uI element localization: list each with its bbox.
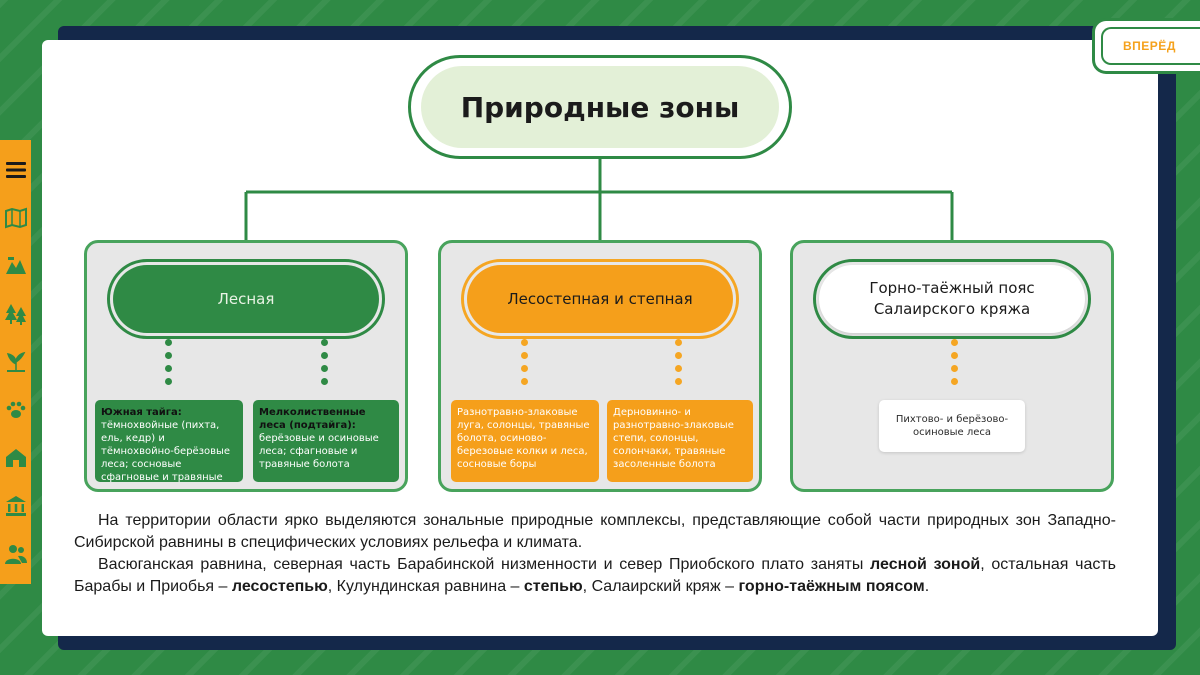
zone-item-meadows: Разнотравно-злаковые луга, солонцы, трав… bbox=[451, 400, 599, 482]
zone-item-steppes: Дерновинно- и разнотравно-злаковые степи… bbox=[607, 400, 753, 482]
paragraph-1: На территории области ярко выделяются зо… bbox=[74, 512, 1116, 551]
forest-icon[interactable] bbox=[4, 298, 28, 329]
dots-connector bbox=[951, 339, 959, 385]
zone-box-mountain: Горно-таёжный пояс Салаирского кряжа Пих… bbox=[790, 240, 1114, 492]
paragraph-2: Васюганская равнина, северная часть Бара… bbox=[74, 556, 1116, 595]
dots-connector bbox=[675, 339, 683, 385]
paw-icon[interactable] bbox=[4, 394, 28, 425]
people-icon[interactable] bbox=[4, 538, 28, 569]
dots-connector bbox=[521, 339, 529, 385]
plant-icon[interactable] bbox=[4, 346, 28, 377]
zone-pill-forest: Лесная bbox=[107, 259, 385, 339]
zone-box-steppe: Лесостепная и степная Разнотравно-злаков… bbox=[438, 240, 762, 492]
menu-icon[interactable] bbox=[4, 154, 28, 185]
house-icon[interactable] bbox=[4, 442, 28, 473]
museum-icon[interactable] bbox=[4, 490, 28, 521]
dots-connector bbox=[165, 339, 173, 385]
sidebar-nav bbox=[0, 140, 31, 584]
zone-item-south-taiga: Южная тайга: тёмнохвойные (пихта, ель, к… bbox=[95, 400, 243, 482]
relief-icon[interactable] bbox=[4, 250, 28, 281]
diagram-title-pill: Природные зоны bbox=[408, 55, 792, 159]
dots-connector bbox=[321, 339, 329, 385]
description-text: На территории области ярко выделяются зо… bbox=[74, 510, 1116, 598]
zone-item-fir-forests: Пихтово- и берёзово-осиновые леса bbox=[879, 400, 1025, 452]
zone-item-subtaiga: Мелколиственные леса (подтайга): берёзов… bbox=[253, 400, 399, 482]
diagram-title: Природные зоны bbox=[460, 90, 740, 124]
next-button[interactable]: ВПЕРЁД bbox=[1092, 18, 1200, 74]
zone-pill-steppe: Лесостепная и степная bbox=[461, 259, 739, 339]
map-icon[interactable] bbox=[4, 202, 28, 233]
zone-box-forest: Лесная Южная тайга: тёмнохвойные (пихта,… bbox=[84, 240, 408, 492]
zone-pill-mountain: Горно-таёжный пояс Салаирского кряжа bbox=[813, 259, 1091, 339]
